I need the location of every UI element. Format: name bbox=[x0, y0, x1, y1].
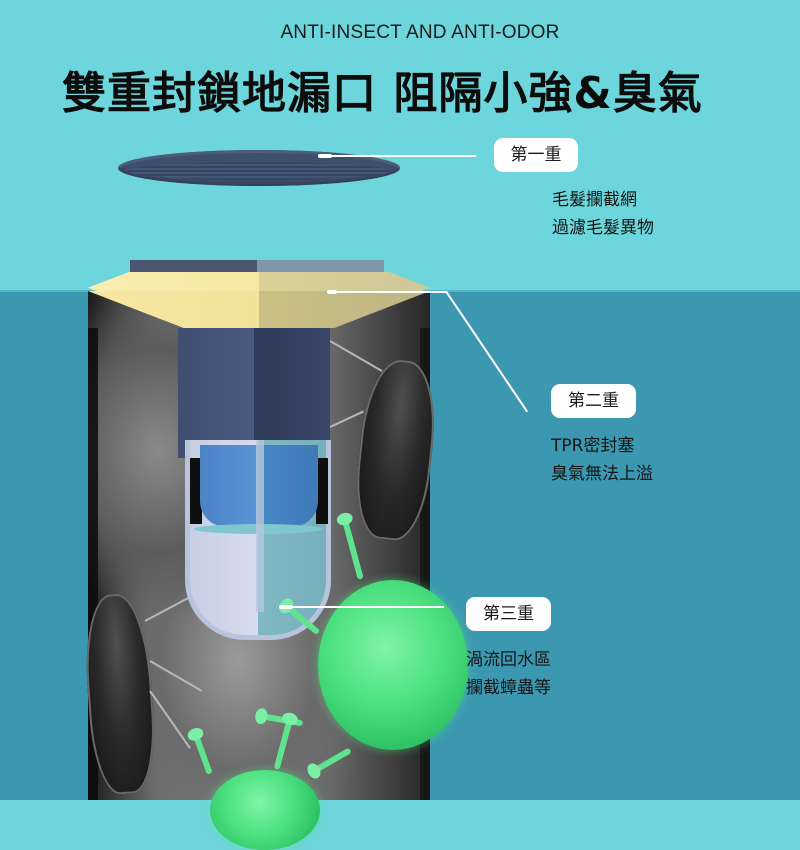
pipe-edge-left bbox=[88, 328, 98, 800]
layer-1-line-1: 毛髮攔截網 bbox=[552, 190, 637, 210]
subtitle: ANTI-INSECT AND ANTI-ODOR bbox=[280, 22, 560, 43]
layer-3-description: 渦流回水區 攔截蟑蟲等 bbox=[466, 646, 551, 702]
layer-3-line-2: 攔截蟑蟲等 bbox=[466, 678, 551, 698]
layer-1-line-2: 過濾毛髮異物 bbox=[552, 218, 654, 238]
callout-line-3 bbox=[279, 606, 444, 608]
basket-window-right bbox=[316, 458, 328, 524]
layer-2-line-2: 臭氣無法上溢 bbox=[551, 464, 653, 484]
navy-stem bbox=[178, 328, 330, 458]
layer-2-line-1: TPR密封塞 bbox=[551, 436, 635, 456]
cap-rim bbox=[130, 260, 384, 274]
layer-1-badge: 第一重 bbox=[494, 138, 578, 172]
layer-1-description: 毛髮攔截網 過濾毛髮異物 bbox=[552, 186, 654, 242]
layer-2-description: TPR密封塞 臭氣無法上溢 bbox=[551, 432, 653, 488]
basket-rib bbox=[256, 440, 264, 612]
headline: 雙重封鎖地漏口 阻隔小強&臭氣 bbox=[62, 68, 703, 119]
virus-icon bbox=[318, 580, 468, 750]
layer-3-line-1: 渦流回水區 bbox=[466, 650, 551, 670]
callout-line-2a bbox=[327, 291, 447, 293]
layer-3-badge: 第三重 bbox=[466, 597, 551, 631]
virus-icon bbox=[210, 770, 320, 850]
basket-window-left bbox=[190, 458, 202, 524]
background-top bbox=[0, 0, 800, 291]
callout-line-1 bbox=[318, 155, 476, 157]
layer-2-badge: 第二重 bbox=[551, 384, 636, 418]
filter-grille bbox=[128, 162, 390, 180]
pipe-edge-right bbox=[420, 328, 430, 800]
